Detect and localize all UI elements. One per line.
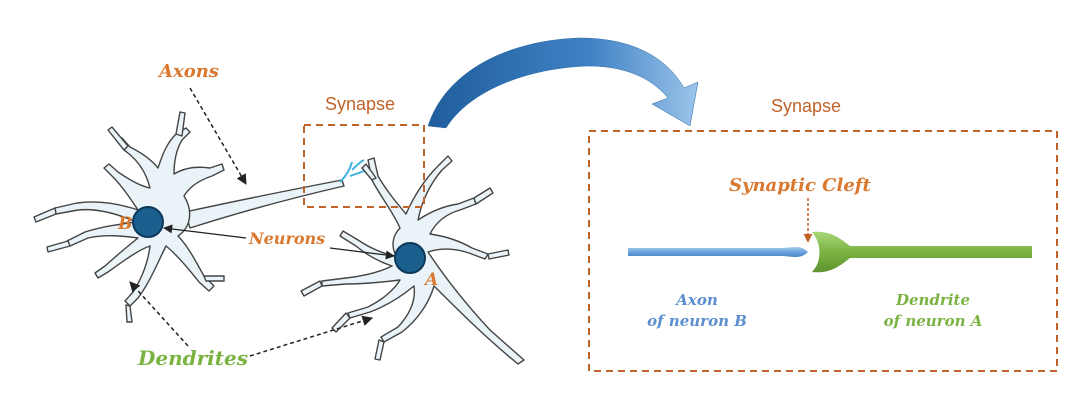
synapse-label-small: Synapse <box>325 94 396 114</box>
axon-b-caption-line2: of neuron B <box>647 312 747 330</box>
zoom-arrow <box>427 37 699 129</box>
axon-b-detail <box>628 247 808 257</box>
neuron-b-letter: B <box>118 214 133 234</box>
dendrite-a-caption-line2: of neuron A <box>883 312 983 330</box>
neurons-label: Neurons <box>249 229 326 248</box>
axons-label: Axons <box>159 61 219 82</box>
dendrites-pointer-right <box>249 315 374 357</box>
synaptic-cleft-label: Synaptic Cleft <box>729 175 871 196</box>
axon-b-caption-line1: Axon <box>676 291 718 309</box>
neuron-b-nucleus <box>132 206 164 238</box>
neuron-b <box>33 111 345 323</box>
axon-terminal <box>339 159 367 183</box>
synapse-label-large: Synapse <box>771 96 842 116</box>
neuron-a-letter: A <box>425 270 439 290</box>
neuron-a-nucleus <box>394 242 426 274</box>
axon-b-caption: Axon of neuron B <box>622 290 772 332</box>
dendrite-a-detail <box>812 231 1032 273</box>
dendrites-label: Dendrites <box>138 346 248 370</box>
neurons-pointer-b <box>163 224 247 239</box>
synapse-box-small <box>303 124 425 208</box>
dendrite-a-caption: Dendrite of neuron A <box>858 290 1008 332</box>
synapse-box-large <box>588 130 1058 372</box>
axons-pointer <box>189 87 247 185</box>
dendrite-a-caption-line1: Dendrite <box>895 291 971 309</box>
dendrites-pointer-left <box>129 281 189 347</box>
neurons-pointer-a <box>329 247 395 260</box>
neuron-b-axon <box>184 179 345 229</box>
